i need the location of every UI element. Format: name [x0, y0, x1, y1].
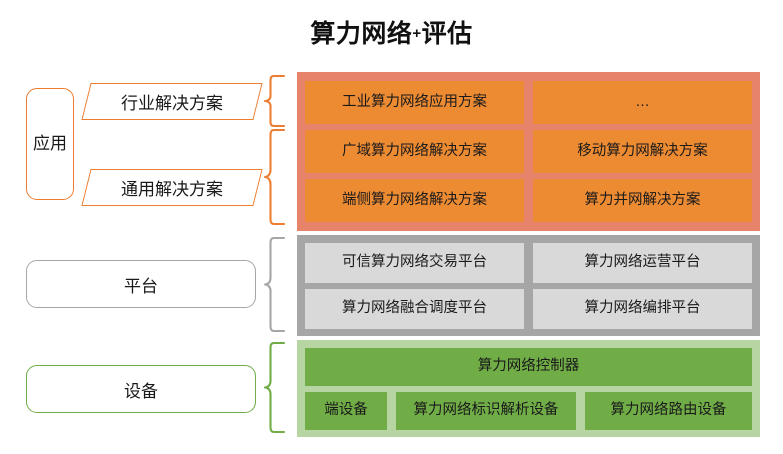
- solution-group-general[interactable]: 通用解决方案: [81, 169, 263, 206]
- panel-row: 可信算力网络交易平台 算力网络运营平台: [305, 242, 752, 283]
- solution-card[interactable]: 端侧算力网络解决方案: [305, 179, 524, 222]
- device-card[interactable]: 算力网络路由设备: [585, 391, 752, 430]
- panel-application: 工业算力网络应用方案 … 广域算力网络解决方案 移动算力网解决方案 端侧算力网络…: [297, 72, 760, 231]
- layer-label-platform[interactable]: 平台: [26, 260, 256, 308]
- solution-group-industry[interactable]: 行业解决方案: [81, 83, 263, 120]
- solution-card[interactable]: 广域算力网络解决方案: [305, 130, 524, 173]
- page-title-plus: +: [412, 25, 422, 42]
- device-card[interactable]: 端设备: [305, 391, 387, 430]
- panel-row: 端侧算力网络解决方案 算力并网解决方案: [305, 179, 752, 222]
- panel-row: 算力网络控制器: [305, 347, 752, 386]
- device-card[interactable]: 算力网络控制器: [305, 347, 752, 386]
- solution-card[interactable]: 移动算力网解决方案: [533, 130, 752, 173]
- page-title-part-1: 算力网络: [310, 20, 413, 48]
- platform-card[interactable]: 可信算力网络交易平台: [305, 242, 524, 283]
- layer-label-application[interactable]: 应用: [26, 88, 74, 200]
- layer-label-device[interactable]: 设备: [26, 365, 256, 413]
- solution-card[interactable]: 算力并网解决方案: [533, 179, 752, 222]
- panel-device: 算力网络控制器 端设备 算力网络标识解析设备 算力网络路由设备: [297, 340, 760, 437]
- page-title-part-2: 评估: [421, 20, 473, 48]
- panel-row: 端设备 算力网络标识解析设备 算力网络路由设备: [305, 391, 752, 430]
- brace-device-icon: [262, 341, 288, 436]
- brace-platform-icon: [262, 236, 288, 335]
- solution-group-general-label: 通用解决方案: [121, 180, 223, 199]
- panel-row: 工业算力网络应用方案 …: [305, 81, 752, 124]
- brace-general-icon: [262, 128, 288, 228]
- solution-card[interactable]: …: [533, 81, 752, 124]
- platform-card[interactable]: 算力网络融合调度平台: [305, 288, 524, 329]
- page-title: 算力网络+评估: [0, 14, 783, 50]
- platform-card[interactable]: 算力网络运营平台: [533, 242, 752, 283]
- panel-row: 广域算力网络解决方案 移动算力网解决方案: [305, 130, 752, 173]
- panel-row: 算力网络融合调度平台 算力网络编排平台: [305, 288, 752, 329]
- platform-card[interactable]: 算力网络编排平台: [533, 288, 752, 329]
- device-card[interactable]: 算力网络标识解析设备: [396, 391, 576, 430]
- solution-group-industry-label: 行业解决方案: [121, 94, 223, 113]
- brace-industry-icon: [262, 74, 288, 128]
- panel-platform: 可信算力网络交易平台 算力网络运营平台 算力网络融合调度平台 算力网络编排平台: [297, 235, 760, 336]
- solution-card[interactable]: 工业算力网络应用方案: [305, 81, 524, 124]
